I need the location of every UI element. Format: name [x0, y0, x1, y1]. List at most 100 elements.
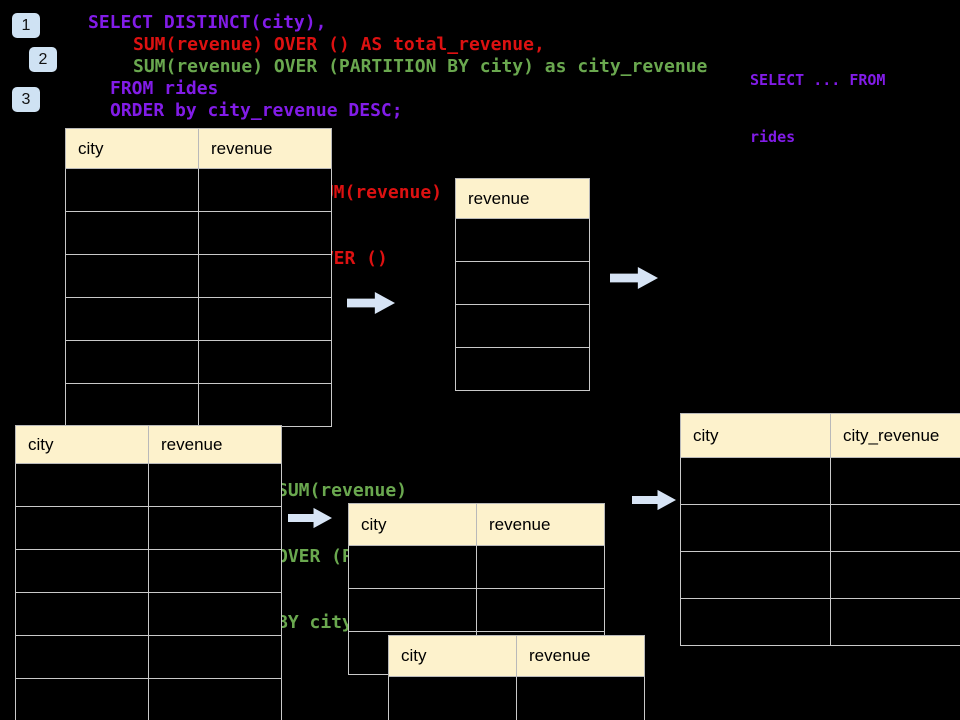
table-row [15, 549, 282, 593]
step-badge-3-label: 3 [21, 90, 31, 108]
table-cell [680, 551, 831, 599]
table-row [388, 676, 645, 720]
sql-line-sum-over-total: SUM(revenue) OVER () AS total_revenue, [133, 34, 545, 55]
table-cell [348, 545, 477, 589]
column-header-revenue: revenue [148, 425, 282, 464]
sql-line-from: FROM rides [110, 78, 219, 99]
table-cell [455, 347, 590, 391]
column-header-city: city [15, 425, 149, 464]
table-row [15, 678, 282, 720]
annotation-sum-over-empty-line1: SUM(revenue) [312, 182, 443, 203]
table-cell [148, 549, 282, 593]
table-row [680, 598, 960, 646]
total_revenue-grid: revenue [455, 178, 590, 391]
table-cell [148, 506, 282, 550]
table-cell [388, 676, 517, 720]
table-cell [680, 504, 831, 552]
table-cell [15, 678, 149, 720]
table-row [15, 635, 282, 679]
column-header-revenue: revenue [455, 178, 590, 219]
table-cell [15, 463, 149, 507]
table-cell [198, 211, 332, 255]
table-cell [198, 297, 332, 341]
table-row [65, 254, 332, 298]
table-row [65, 383, 332, 427]
column-header-revenue: revenue [516, 635, 645, 677]
table-cell [65, 340, 199, 384]
column-header-city_revenue: city_revenue [830, 413, 960, 458]
table-row [65, 297, 332, 341]
column-header-city: city [388, 635, 517, 677]
table-total-revenue: revenue [455, 178, 590, 391]
table-row [455, 218, 590, 262]
table-cell [148, 635, 282, 679]
select-from-rides-note-line1: SELECT ... FROM [750, 71, 886, 89]
table-cell [830, 551, 960, 599]
step-badge-2-label: 2 [38, 50, 48, 68]
step-badge-2: 2 [29, 47, 57, 72]
table-cell [830, 598, 960, 646]
table-cell [65, 254, 199, 298]
table-row [455, 261, 590, 305]
table-cell [830, 457, 960, 505]
sql-line-sum-over-partition: SUM(revenue) OVER (PARTITION BY city) as… [133, 56, 708, 77]
table-cell [15, 635, 149, 679]
table-cell [680, 598, 831, 646]
table-cell [198, 254, 332, 298]
table-cell [455, 261, 590, 305]
table-row [15, 463, 282, 507]
table-cell [198, 340, 332, 384]
table-row [680, 457, 960, 505]
table-row [455, 304, 590, 348]
table-cell [65, 383, 199, 427]
column-header-city: city [680, 413, 831, 458]
table-row [65, 211, 332, 255]
column-header-revenue: revenue [198, 128, 332, 169]
table-row [348, 588, 605, 632]
flow-arrow-icon-2 [610, 266, 658, 290]
table-cell [348, 588, 477, 632]
table-cell [65, 211, 199, 255]
table-cell [680, 457, 831, 505]
table-cell [65, 297, 199, 341]
table-cell [476, 545, 605, 589]
table-cell [476, 588, 605, 632]
table-cell [198, 383, 332, 427]
column-header-city: city [65, 128, 199, 169]
select-from-rides-note: SELECT ... FROM rides [750, 33, 960, 185]
table-cell [516, 676, 645, 720]
table-row [348, 545, 605, 589]
table-cell [15, 549, 149, 593]
table-cell [15, 506, 149, 550]
table-cell [455, 218, 590, 262]
table-row [680, 551, 960, 599]
table-cell [148, 678, 282, 720]
table-cell [15, 592, 149, 636]
column-header-revenue: revenue [476, 503, 605, 546]
sql-line-select-distinct: SELECT DISTINCT(city), [88, 12, 327, 33]
table-cell [198, 168, 332, 212]
step-badge-3: 3 [12, 87, 40, 112]
flow-arrow-icon-4 [632, 489, 676, 511]
annotation-sum-over-partition-line1: SUM(revenue) [277, 480, 408, 501]
table-row [15, 592, 282, 636]
step-badge-1: 1 [12, 13, 40, 38]
table-row [680, 504, 960, 552]
select-from-rides-note-line2: rides [750, 128, 796, 146]
step-badge-1-label: 1 [21, 16, 31, 34]
sql-line-order-by: ORDER by city_revenue DESC; [110, 100, 403, 121]
table-cell [65, 168, 199, 212]
table-cell [148, 463, 282, 507]
table-row [65, 168, 332, 212]
table-cell [830, 504, 960, 552]
column-header-city: city [348, 503, 477, 546]
